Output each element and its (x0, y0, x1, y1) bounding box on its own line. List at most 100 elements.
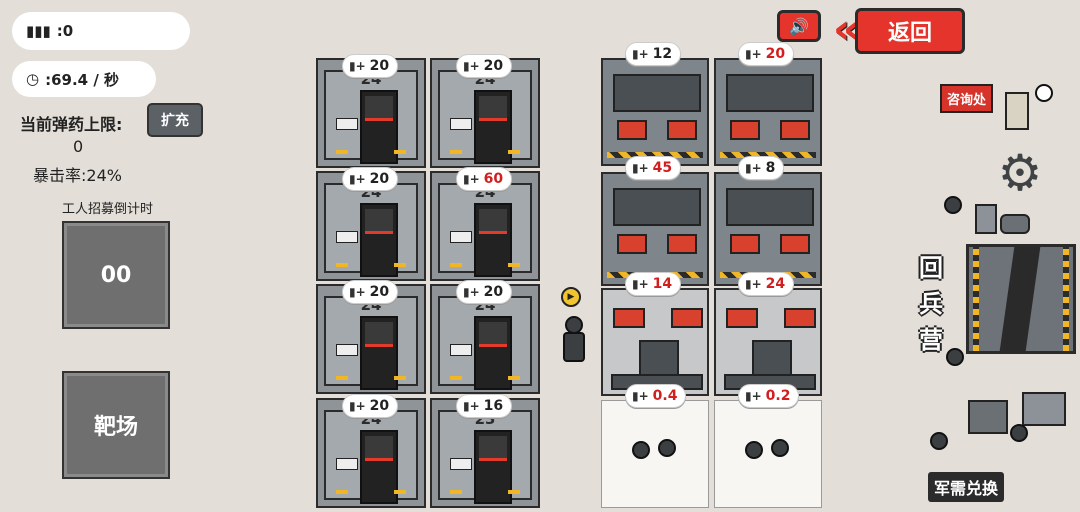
control-panel-icon (336, 344, 358, 356)
assembly-machine-icon (726, 188, 814, 226)
workshop-output-badge: ▮+0.4 (625, 384, 687, 408)
machine-output-badge: ▮+20 (342, 167, 399, 191)
workshop-output-value: 0.4 (652, 388, 678, 404)
bullet-icon: ▮+ (349, 59, 366, 73)
furnace-icon (784, 308, 816, 328)
machine-output-value: 16 (483, 398, 504, 414)
furnace-icon (667, 120, 697, 140)
ammo-machine[interactable]: 24 (316, 398, 426, 508)
assembly-machine-icon (613, 74, 701, 112)
ammo-limit-value: 0 (73, 137, 84, 156)
workshop-output-badge: ▮+12 (625, 42, 682, 66)
machine-output-value: 20 (369, 58, 390, 74)
workshop-output-value: 45 (652, 160, 673, 176)
consultant-figure (1035, 84, 1053, 102)
machine-door-icon (360, 316, 398, 390)
ammo-icon: ▮▮▮ (26, 22, 51, 40)
workshop-output-value: 12 (652, 46, 673, 62)
workshop-output-badge: ▮+14 (625, 272, 682, 296)
bullet-icon: ▮+ (745, 161, 762, 175)
workshop-output-value: 0.2 (765, 388, 791, 404)
workshop-output-badge: ▮+20 (738, 42, 795, 66)
supply-box-icon (968, 400, 1008, 434)
workshop-room[interactable] (601, 288, 709, 396)
control-panel-icon (336, 118, 358, 130)
machine-door-icon (360, 430, 398, 504)
furnace-icon (667, 234, 697, 254)
machine-output-badge: ▮+20 (456, 280, 513, 304)
furnace-icon (780, 120, 810, 140)
workshop-output-badge: ▮+0.2 (738, 384, 800, 408)
workshop-room[interactable] (714, 288, 822, 396)
workshop-output-value: 8 (765, 160, 776, 176)
bullet-icon: ▮+ (463, 399, 480, 413)
workshop-room[interactable] (714, 172, 822, 286)
furnace-icon (730, 120, 760, 140)
recruit-countdown-label: 工人招募倒计时 (62, 202, 154, 217)
workshop-room[interactable] (714, 58, 822, 166)
settings-gear-icon[interactable]: ⚙ (997, 144, 1043, 202)
assembly-machine-icon (613, 188, 701, 226)
machine-door-icon (474, 316, 512, 390)
ammo-counter: ▮▮▮ :0 (12, 12, 190, 50)
worker-figure (771, 439, 789, 457)
furnace-icon (726, 308, 758, 328)
bullet-icon: ▮+ (745, 277, 762, 291)
furnace-icon (617, 234, 647, 254)
machine-output-value: 20 (483, 284, 504, 300)
furnace-icon (780, 234, 810, 254)
barracks-button[interactable] (966, 244, 1076, 354)
workshop-output-badge: ▮+45 (625, 156, 682, 180)
machine-output-badge: ▮+16 (456, 394, 513, 418)
machine-output-value: 20 (369, 398, 390, 414)
sound-button[interactable]: 🔊 (777, 10, 821, 42)
ammo-machine[interactable]: 24 (430, 171, 540, 281)
ammo-limit-label: 当前弹药上限: (20, 115, 123, 134)
furnace-icon (617, 120, 647, 140)
officer-body (563, 332, 585, 362)
consult-door (1005, 92, 1029, 130)
play-icon[interactable]: ▶ (561, 287, 581, 307)
ammo-value: :0 (56, 22, 74, 40)
machine-door-icon (360, 90, 398, 164)
machine-door-icon (360, 203, 398, 277)
machine-output-value: 20 (369, 284, 390, 300)
bullet-icon: ▮+ (745, 47, 762, 61)
bullet-icon: ▮+ (632, 277, 649, 291)
expand-button[interactable]: 扩充 (147, 103, 203, 137)
bullet-icon: ▮+ (463, 59, 480, 73)
machine-output-badge: ▮+60 (456, 167, 513, 191)
rate-counter: ◷ :69.4 / 秒 (12, 61, 156, 97)
military-exchange-button[interactable]: 军需兑换 (928, 472, 1005, 502)
worker-figure (658, 439, 676, 457)
workshop-room[interactable] (601, 58, 709, 166)
workshop-room[interactable] (714, 400, 822, 508)
machine-door-icon (474, 430, 512, 504)
clock-icon: ◷ (26, 70, 40, 88)
workshop-output-badge: ▮+24 (738, 272, 795, 296)
workshop-output-value: 14 (652, 276, 673, 292)
assembly-machine-icon (726, 74, 814, 112)
workshop-room[interactable] (601, 172, 709, 286)
rate-value: :69.4 / 秒 (45, 70, 120, 89)
control-panel-icon (450, 458, 472, 470)
workshop-room[interactable] (601, 400, 709, 508)
shooting-range-button[interactable]: 靶场 (62, 371, 170, 479)
bullet-icon: ▮+ (463, 285, 480, 299)
bullet-icon: ▮+ (745, 389, 762, 403)
workshop-output-badge: ▮+8 (738, 156, 785, 180)
workshop-output-value: 20 (765, 46, 786, 62)
bullet-icon: ▮+ (349, 285, 366, 299)
back-button[interactable]: 返回 (855, 8, 965, 54)
machine-door-icon (474, 90, 512, 164)
bullet-icon: ▮+ (632, 389, 649, 403)
trader-figure (1010, 424, 1028, 442)
speaker-icon: 🔊 (789, 16, 809, 36)
bullet-icon: ▮+ (463, 172, 480, 186)
guard-figure (946, 348, 964, 366)
consult-sign[interactable]: 咨询处 (940, 84, 994, 113)
machine-door-icon (474, 203, 512, 277)
bullet-icon: ▮+ (632, 47, 649, 61)
machine-output-badge: ▮+20 (342, 54, 399, 78)
machine-output-value: 20 (369, 171, 390, 187)
